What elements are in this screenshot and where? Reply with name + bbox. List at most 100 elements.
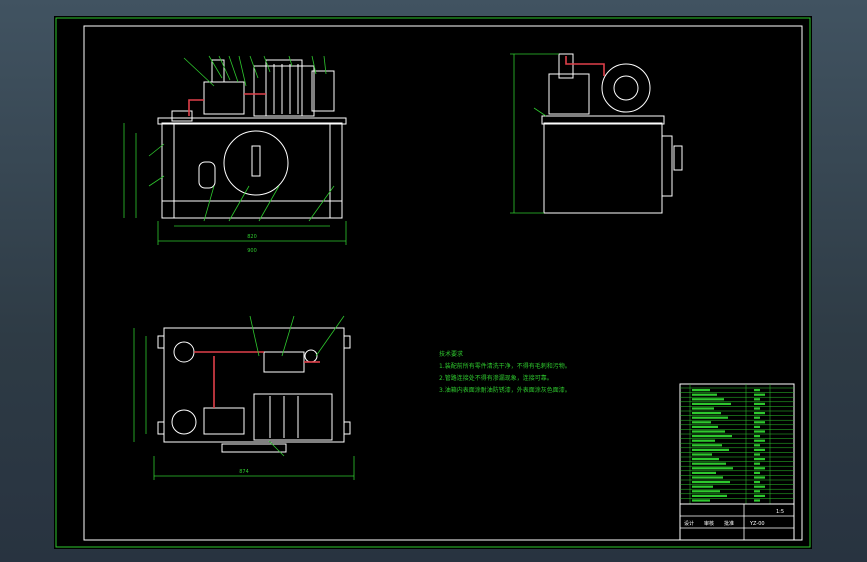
leader-line xyxy=(228,185,250,222)
parts-row-text xyxy=(754,430,765,433)
parts-row-text xyxy=(692,471,716,474)
leader-line xyxy=(249,55,259,79)
parts-list-rows xyxy=(680,384,794,504)
parts-row-text xyxy=(692,476,723,479)
pump-unit xyxy=(203,81,245,115)
parts-row-text xyxy=(692,430,725,433)
parts-row-text xyxy=(692,425,718,428)
leader-line xyxy=(288,55,293,67)
parts-row-text xyxy=(754,402,765,405)
parts-row-text xyxy=(754,458,765,461)
note-3: 3.油箱内表面涂耐油防锈漆，外表面涂灰色面漆。 xyxy=(439,386,571,394)
parts-row-text xyxy=(754,471,760,474)
scale-value: 1:5 xyxy=(776,509,784,515)
parts-row-text xyxy=(754,439,765,442)
parts-row-text xyxy=(754,467,765,470)
parts-row-text xyxy=(692,398,724,401)
parts-row-text xyxy=(754,494,765,497)
leader-line xyxy=(148,175,165,187)
leader-line xyxy=(208,55,223,79)
note-1: 1.装配前所有零件清洗干净，不得有毛刺和污物。 xyxy=(439,362,571,370)
pump-plan xyxy=(203,407,245,435)
parts-row-text xyxy=(692,499,710,502)
plan-lug xyxy=(343,335,351,349)
oil-tank-side xyxy=(543,122,663,214)
side-fitting xyxy=(673,145,683,171)
parts-row-text xyxy=(692,435,732,438)
parts-row-text xyxy=(692,494,727,497)
side-view-pipes xyxy=(565,56,605,76)
outer-frame xyxy=(55,17,811,548)
parts-row-text xyxy=(754,444,760,447)
side-view-dims xyxy=(510,53,559,214)
leader-line xyxy=(311,55,317,75)
motor-hub xyxy=(613,75,639,101)
label-design: 设计 xyxy=(684,520,694,527)
leader-line xyxy=(228,55,239,83)
dim-text-inner: 820 xyxy=(247,234,257,240)
drawing-canvas: 820 900 xyxy=(55,17,811,548)
parts-row-text xyxy=(692,490,720,493)
plan-view-pipes xyxy=(194,351,320,408)
pressure-gauge-stem xyxy=(211,59,225,83)
drain-plate xyxy=(221,443,287,453)
side-pipe xyxy=(565,56,605,76)
cover-handle xyxy=(251,145,261,177)
parts-row-text xyxy=(692,439,715,442)
title-block: 设计 审核 批准 YZ-00 1:5 xyxy=(679,503,795,541)
tank-plan xyxy=(163,327,345,443)
drawing-sheet: 820 900 xyxy=(54,16,812,549)
parts-row-text xyxy=(754,462,760,465)
parts-row-text xyxy=(754,425,760,428)
pump-side xyxy=(548,73,590,115)
parts-row-text xyxy=(692,444,722,447)
motor-end-cap xyxy=(311,70,335,112)
side-flange xyxy=(661,135,673,197)
parts-row-text xyxy=(754,398,760,401)
parts-row-text xyxy=(692,481,730,484)
leader-line xyxy=(323,55,327,75)
label-approve: 批准 xyxy=(724,520,734,527)
front-view-leaders xyxy=(148,55,335,222)
notes-title: 技术要求 xyxy=(439,350,463,358)
parts-row-text xyxy=(754,435,760,438)
inner-frame xyxy=(83,25,803,541)
parts-row-text xyxy=(754,485,765,488)
motor-plan xyxy=(253,393,333,441)
leader-line xyxy=(308,185,335,222)
plan-view xyxy=(157,327,351,453)
parts-row-text xyxy=(692,485,713,488)
plan-view-dims xyxy=(133,315,355,480)
parts-row-text xyxy=(692,448,729,451)
plan-lug xyxy=(343,421,351,435)
gauge-side xyxy=(558,53,574,79)
parts-row-text xyxy=(754,412,765,415)
parts-row-text xyxy=(754,476,765,479)
side-view xyxy=(541,53,683,214)
valve-block xyxy=(253,65,315,117)
suction-port xyxy=(171,409,197,435)
parts-row-text xyxy=(692,458,719,461)
leader-line xyxy=(218,55,231,81)
leader-line xyxy=(203,185,215,222)
parts-row-text xyxy=(754,453,760,456)
parts-row-text xyxy=(692,416,728,419)
parts-row-text xyxy=(754,448,765,451)
gauge-plan xyxy=(304,349,318,363)
title-block-frame xyxy=(679,503,795,541)
valve-manifold-plan xyxy=(263,351,305,373)
leader-line xyxy=(281,315,295,357)
parts-row-text xyxy=(692,421,711,424)
air-breather xyxy=(171,110,193,122)
parts-row-text xyxy=(754,416,760,419)
front-view-dims xyxy=(123,123,347,245)
parts-row-text xyxy=(692,412,721,415)
dim-text-total: 900 xyxy=(247,248,257,254)
inspection-cover xyxy=(223,130,289,196)
parts-list xyxy=(679,383,795,505)
leader-line xyxy=(249,315,260,357)
parts-row-text xyxy=(754,499,760,502)
motor-front xyxy=(265,59,303,117)
parts-row-text xyxy=(692,389,710,392)
